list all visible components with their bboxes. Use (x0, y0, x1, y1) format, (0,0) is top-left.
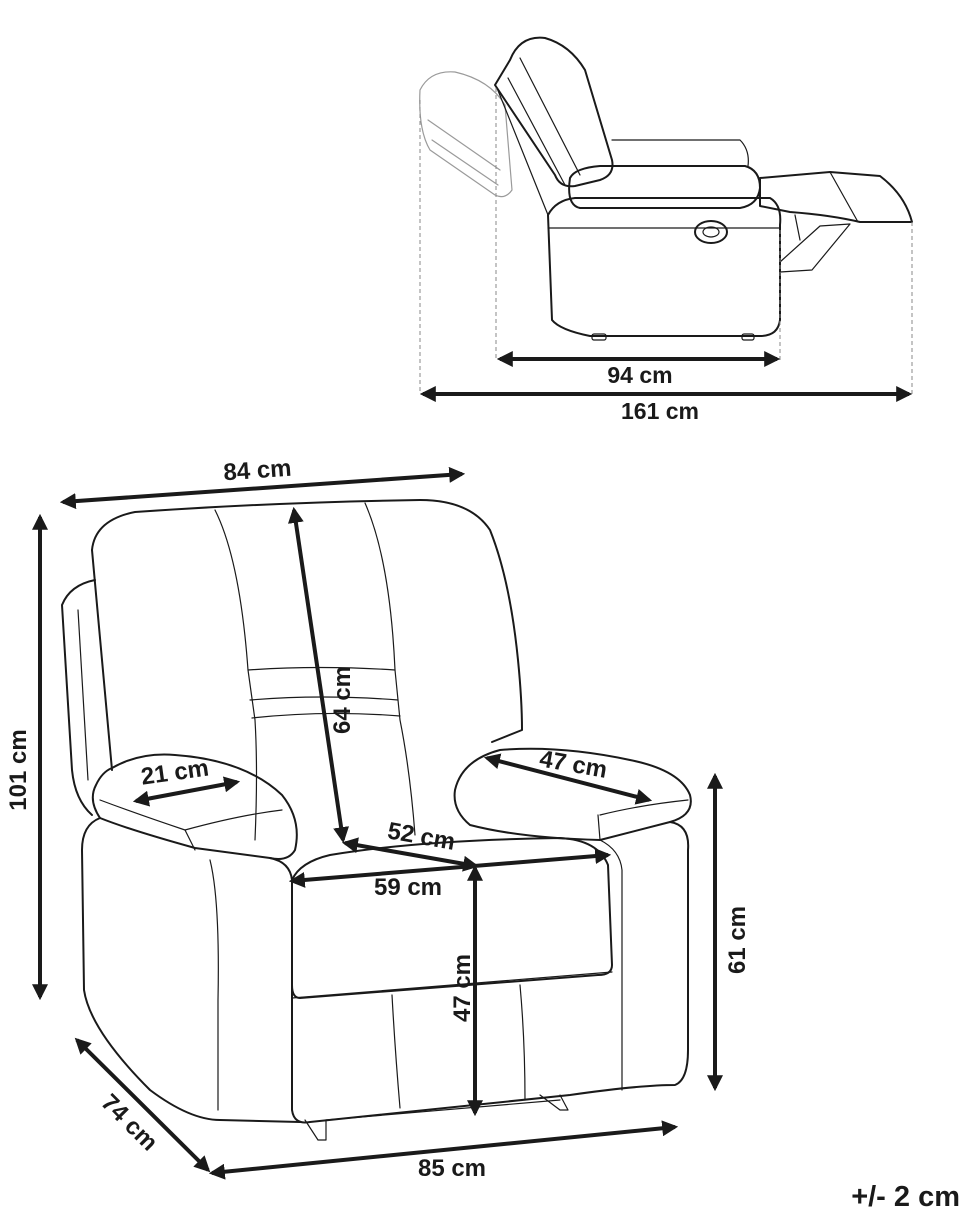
reclined-backrest-ghost (419, 71, 513, 198)
depth-upright-label: 94 cm (607, 362, 672, 388)
seat-height-label: 47 cm (449, 954, 476, 1022)
armrest-width-label: 21 cm (139, 754, 210, 790)
total-height-label: 101 cm (5, 729, 32, 810)
armrest-width-arrow (132, 776, 241, 807)
left-back-panel (61, 579, 96, 816)
backrest-height-arrow (287, 506, 350, 844)
tolerance-note: +/- 2 cm (851, 1181, 960, 1213)
seat-width-label: 59 cm (374, 874, 442, 901)
backrest (91, 499, 523, 841)
total-depth-arrow (74, 1037, 211, 1173)
total-width-arrow (59, 466, 466, 510)
chair-body (81, 817, 690, 1124)
seat-width-arrow (288, 848, 612, 888)
depth-reclined-label: 161 cm (621, 398, 699, 424)
base-width-arrow (208, 1120, 679, 1180)
front-view-recliner (61, 499, 692, 1141)
base-width-label: 85 cm (418, 1155, 486, 1182)
side-view-recliner (419, 36, 913, 394)
total-width-label: 84 cm (223, 455, 293, 487)
extended-footrest (759, 171, 913, 273)
right-armrest (453, 747, 692, 841)
backrest-height-label: 64 cm (329, 666, 356, 734)
upright-backrest (494, 36, 614, 216)
armrest-height-label: 61 cm (724, 906, 751, 974)
armrest-length-label: 47 cm (537, 745, 609, 783)
total-depth-label: 74 cm (96, 1089, 163, 1156)
side-body (547, 197, 782, 341)
left-armrest (91, 753, 298, 860)
armrest-length-arrow (483, 753, 653, 805)
